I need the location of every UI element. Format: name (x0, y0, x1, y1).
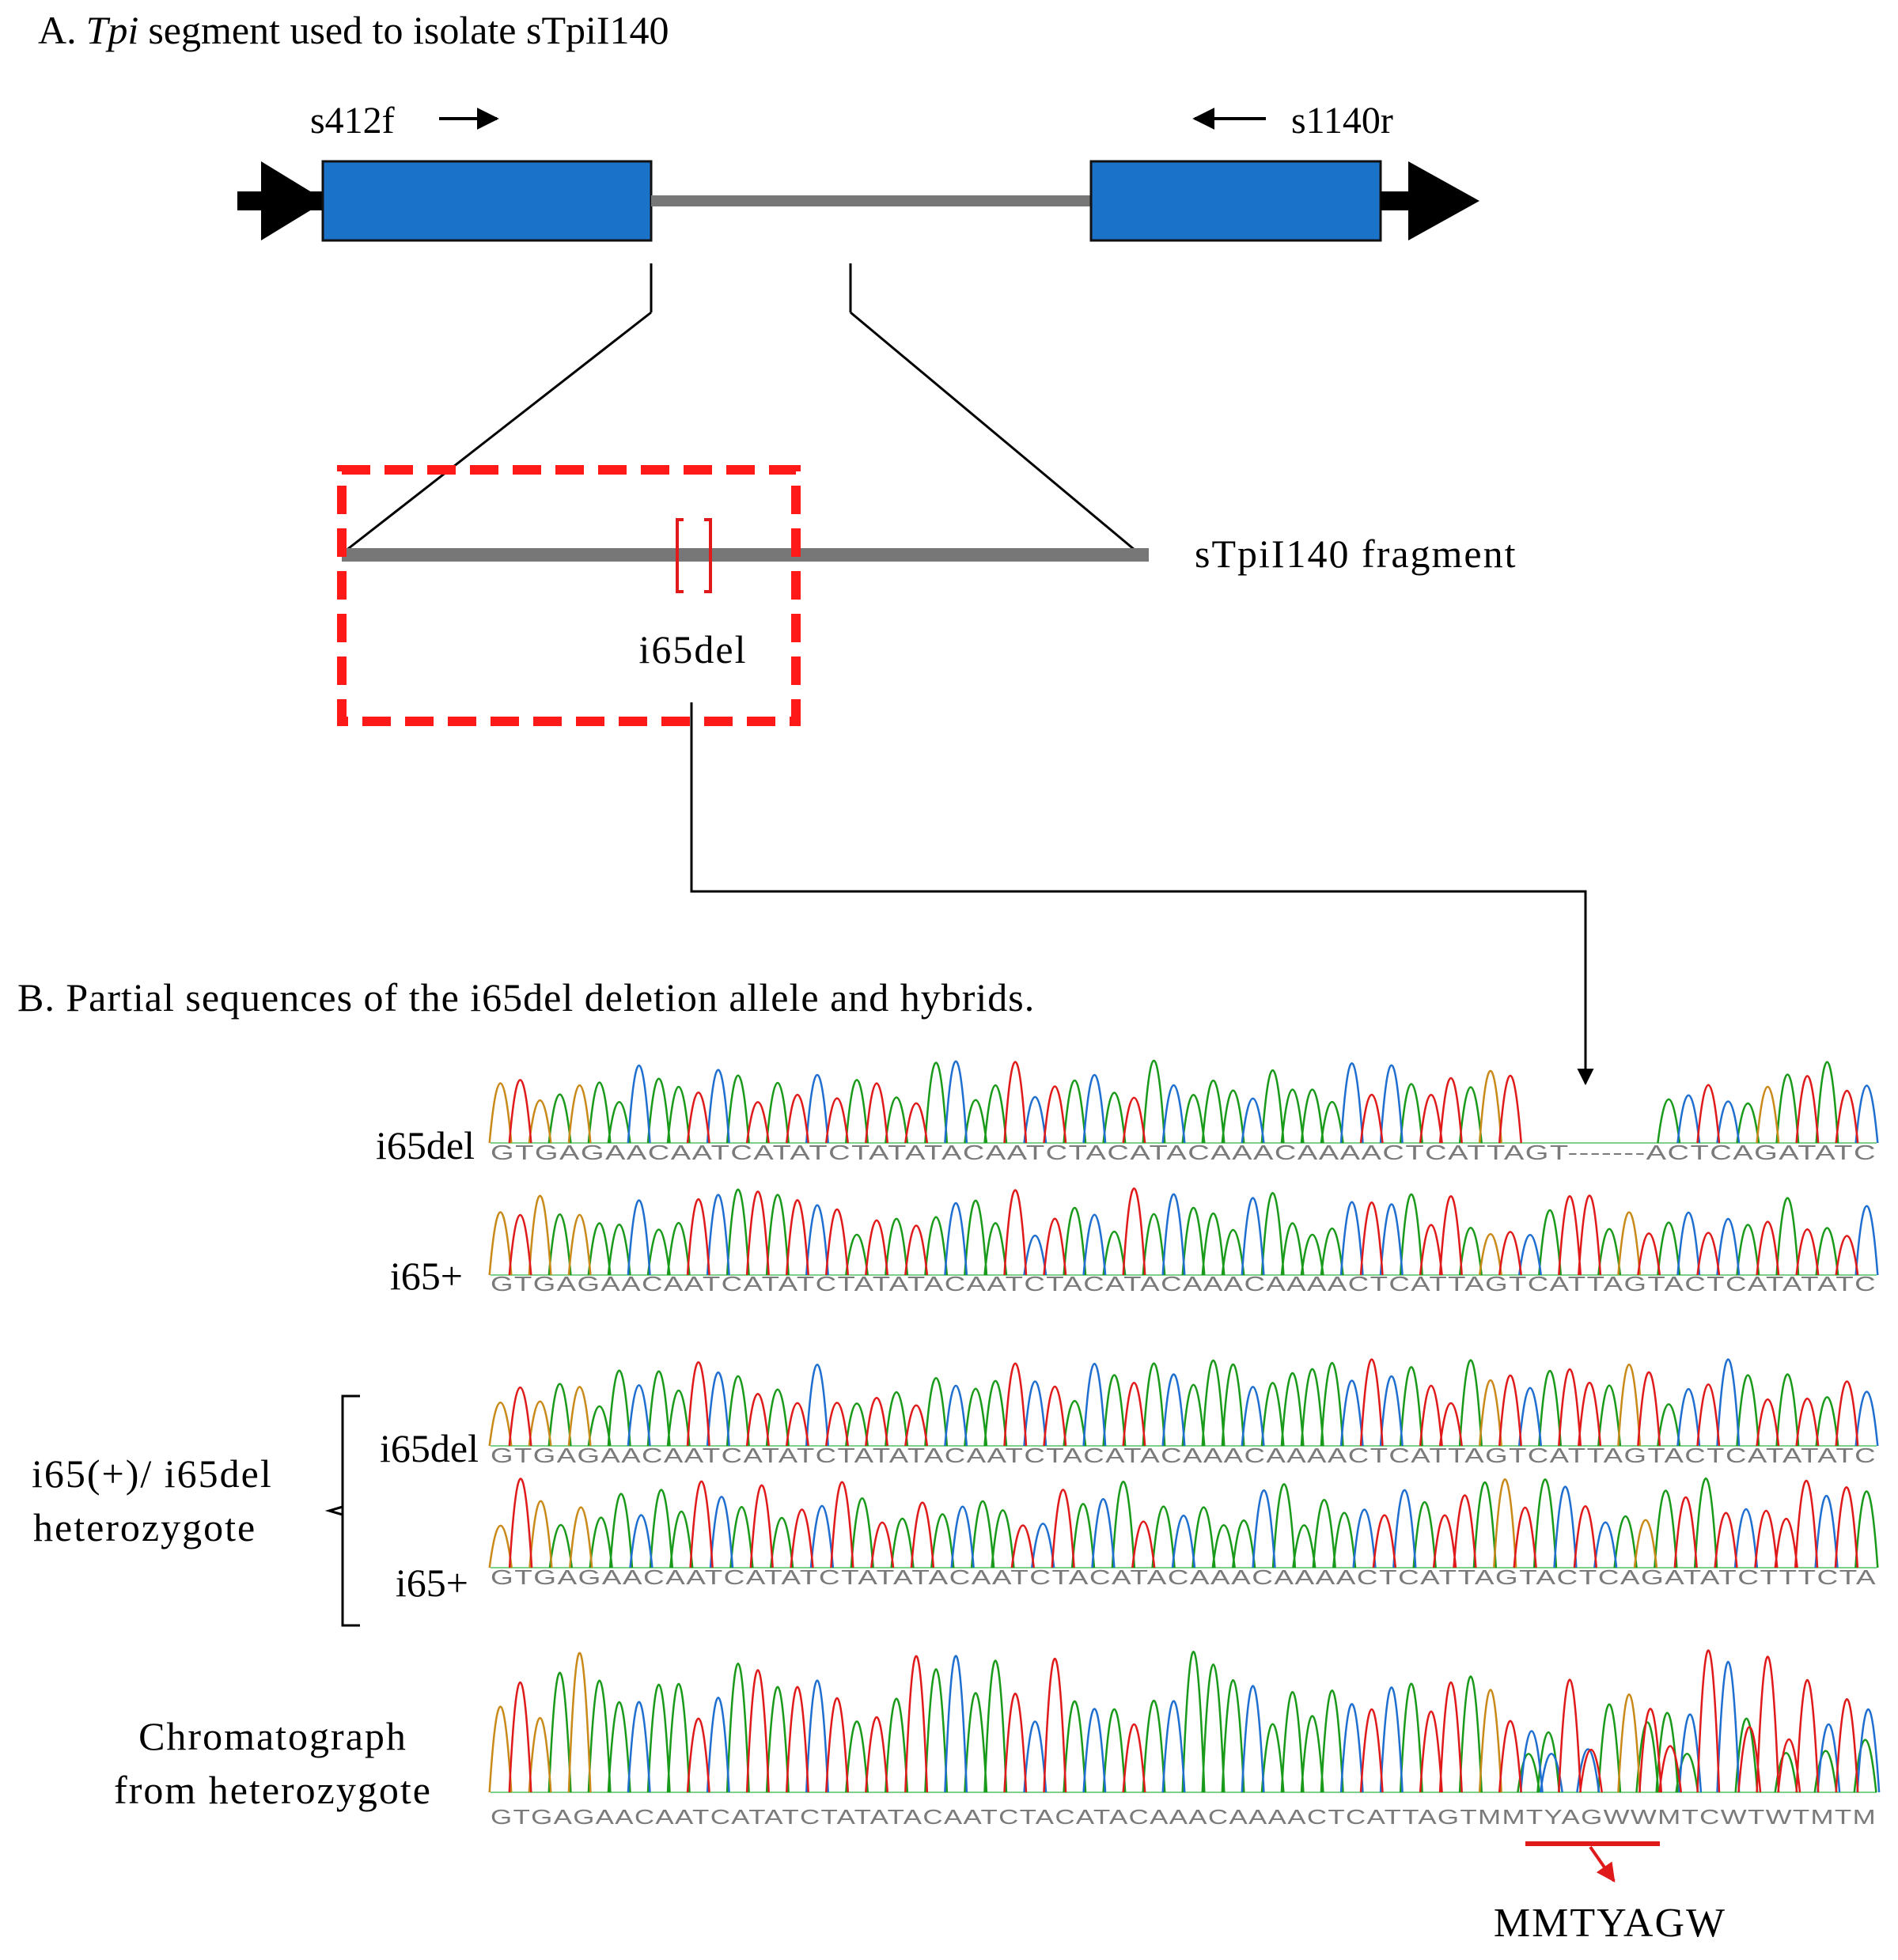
track-1-label: i65del (376, 1123, 475, 1167)
trace-peaks-G (488, 1194, 1642, 1276)
chromatogram-track-heterozygote: GTGAGAACAATCATATCTATATACAATCTACATACAAACA… (488, 1649, 1881, 1829)
trace-peaks-G (488, 1652, 1642, 1793)
deletion-bracket-right (704, 518, 712, 593)
trace-peaks-T (508, 1061, 1859, 1144)
trace-peaks-A (547, 1651, 1877, 1793)
ambiguity-code: MMTYAGW (1494, 1901, 1726, 1946)
trace-peaks-A (548, 1478, 1879, 1568)
chromatogram-track-i65del: GTGAGAACAATCATATCTATATACAATCTACATACAAACA… (488, 1059, 1879, 1164)
panel-a-title-rest: segment used to isolate sTpiI140 (148, 8, 669, 52)
trace-peaks-A (547, 1059, 1839, 1144)
primer-reverse-label: s1140r (1291, 100, 1393, 142)
chromatograph-label-1: Chromatograph (138, 1714, 407, 1758)
sequence-text: GTGAGAACAATCATATCTATATACAATCTACATACAAACA… (491, 1565, 1877, 1589)
chromatogram-track-i65plus: GTGAGAACAATCATATCTATATACAATCTACATACAAACA… (488, 1187, 1879, 1296)
gene-left-arrowhead (261, 161, 326, 240)
ambiguity-arrow (1589, 1845, 1616, 1882)
deletion-bracket-left (676, 518, 684, 593)
deletion-label: i65del (639, 627, 748, 672)
trace-peaks-T (508, 1478, 1859, 1568)
trace-peaks-C (627, 1358, 1879, 1447)
sequence-text: GTGAGAACAATCATATCTATATACAATCTACATACAAACA… (491, 1272, 1877, 1296)
fragment-label: sTpiI140 fragment (1195, 532, 1517, 576)
trace-peaks-C (627, 1193, 1879, 1276)
exon-2 (1089, 160, 1382, 242)
heterozygote-label-1: i65(+)/ i65del (32, 1451, 273, 1496)
trace-peaks-C (627, 1060, 1879, 1144)
intron-line (651, 195, 1091, 206)
panel-a-prefix: A. (38, 8, 77, 52)
trace-peaks-G (488, 1478, 1658, 1568)
trace-peaks-T (508, 1187, 1859, 1276)
chromatogram-track-het-i65plus: GTGAGAACAATCATATCTATATACAATCTACATACAAACA… (488, 1478, 1879, 1589)
gene-right-arrowhead (1408, 161, 1479, 240)
trace-peaks-C (627, 1655, 1881, 1793)
trace-peaks-T (508, 1649, 1859, 1793)
zoom-left-line (341, 311, 652, 555)
chromatograph-label-2: from heterozygote (114, 1768, 432, 1812)
fragment-line (342, 548, 1149, 562)
heterozygote-label-2: heterozygote (33, 1505, 256, 1549)
trace-peaks-A (547, 1359, 1839, 1447)
panel-b-title: B. Partial sequences of the i65del delet… (17, 975, 1035, 1020)
trace-peaks-G (488, 1364, 1642, 1447)
connector-arrow (690, 702, 1594, 1086)
primer-forward-label: s412f (310, 100, 395, 142)
trace-peaks-T (508, 1358, 1859, 1447)
zoom-right-line (850, 311, 1140, 555)
sequence-text: GTGAGAACAATCATATCTATATACAATCTACATACAAACA… (491, 1141, 1877, 1164)
exon-1 (321, 160, 653, 242)
track-2-label: i65+ (390, 1254, 463, 1298)
sequence-text: GTGAGAACAATCATATCTATATACAATCTACATACAAACA… (491, 1805, 1877, 1829)
trace-peaks-C (629, 1485, 1839, 1568)
trace-peaks-A (547, 1188, 1839, 1276)
sequence-text: GTGAGAACAATCATATCTATATACAATCTACATACAAACA… (491, 1444, 1877, 1467)
trace-peaks-G (488, 1069, 1780, 1144)
track-3-label: i65del (380, 1426, 479, 1470)
highlight-box (337, 465, 801, 726)
panel-a-gene: Tpi (86, 8, 139, 52)
heterozygote-brace (341, 1394, 360, 1627)
heterozygote-brace-tip (324, 1505, 343, 1516)
track-4-label: i65+ (396, 1561, 468, 1605)
chromatogram-track-het-i65del: GTGAGAACAATCATATCTATATACAATCTACATACAAACA… (488, 1358, 1879, 1467)
